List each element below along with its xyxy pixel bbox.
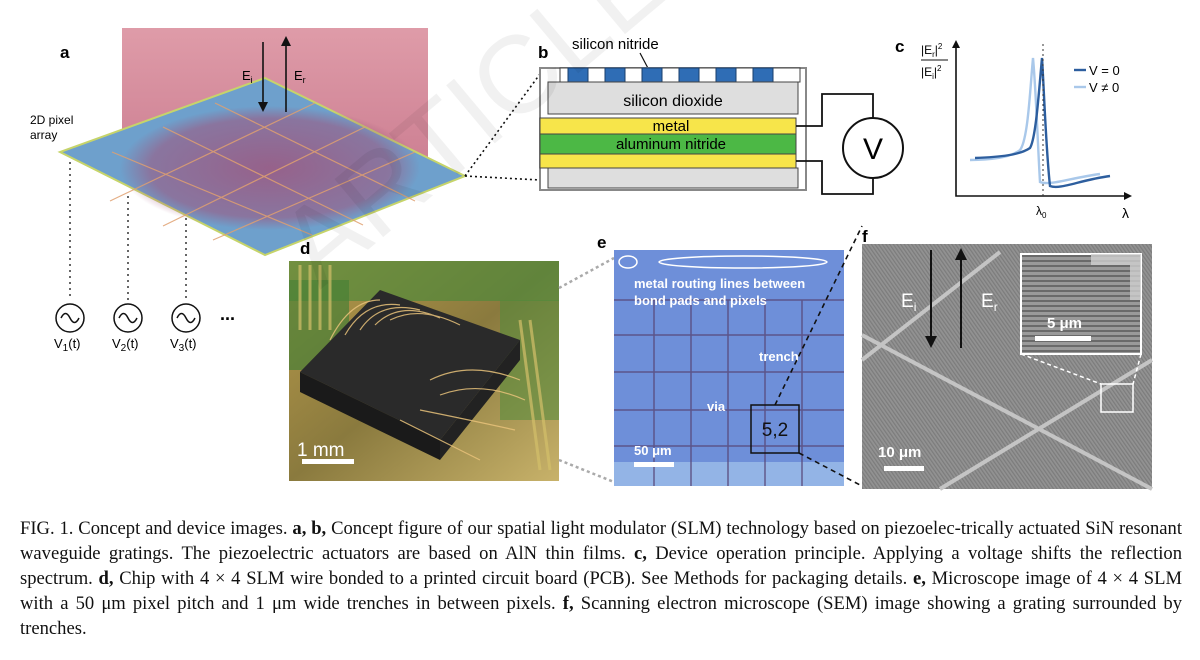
- incident-field-label: Ei: [242, 68, 253, 85]
- panel-b: b silicon nitride silicon dioxide metal …: [538, 36, 904, 195]
- routing-annotation: metal routing lines between: [634, 276, 805, 291]
- svg-text:V2(t): V2(t): [112, 336, 139, 354]
- ylabel-denominator: |Ei|2: [921, 64, 942, 81]
- source-wires: [69, 162, 187, 300]
- silicon-dioxide-layer: [547, 81, 799, 115]
- voltage-source: [842, 117, 904, 179]
- voltage-symbol: V: [863, 133, 883, 166]
- caption-c-text: Device operation principle. Applying a v…: [20, 543, 1182, 589]
- legend-v0: V = 0: [1089, 63, 1120, 78]
- voltage-source-3: V3(t): [170, 303, 201, 354]
- panel-c-letter: c: [895, 37, 904, 56]
- caption-f-text: Scanning electron microscope (SEM) image…: [20, 593, 1183, 639]
- metal-layer-bottom: [539, 153, 797, 169]
- trench-annotation: trench: [759, 349, 799, 364]
- caption-e-text: Microscope image of 4 × 4 SLM with a 50 …: [20, 568, 1183, 614]
- caption-ab-text: Concept figure of our spatial light modu…: [20, 518, 1182, 564]
- via-annotation: via: [707, 399, 726, 414]
- caption-f-label: f,: [562, 593, 574, 614]
- curve-v-zero: [974, 57, 1111, 189]
- legend-v1: V ≠ 0: [1089, 80, 1119, 95]
- caption-c-label: c,: [633, 543, 647, 564]
- chip-body: [300, 290, 520, 440]
- metal-label: metal: [653, 118, 690, 135]
- zoom-line-de-2: [558, 458, 615, 484]
- scalebar-d-label: 1 mm: [297, 440, 345, 461]
- sources-ellipsis: ...: [220, 304, 235, 324]
- reflected-field-label: Er: [294, 68, 306, 85]
- sem-incident-label: Ei: [901, 291, 916, 314]
- silicon-dioxide-label: silicon dioxide: [623, 93, 723, 110]
- sem-reflected-label: Er: [981, 291, 998, 314]
- scalebar-e-label: 50 μm: [634, 443, 672, 458]
- pixel-grid: [109, 102, 416, 241]
- inset-scalebar: [1035, 336, 1091, 341]
- scalebar-d: [302, 459, 354, 464]
- pixel-index-label: 5,2: [762, 420, 788, 441]
- caption-ab-label: a, b,: [292, 518, 327, 539]
- circuit-wire-top: [796, 93, 874, 127]
- pixel-array-label-2: array: [30, 128, 57, 142]
- panel-a: a Ei Er 2D pixel array: [30, 28, 541, 354]
- panel-f-letter: f: [862, 227, 868, 246]
- voltage-source-1: V1(t): [54, 303, 85, 354]
- panel-e-letter: e: [597, 233, 606, 252]
- scalebar-f-label: 10 μm: [878, 444, 921, 461]
- resonance-label: λ0: [1036, 204, 1047, 220]
- aln-label: aluminum nitride: [616, 136, 726, 153]
- panel-a-letter: a: [60, 43, 70, 62]
- panel-b-letter: b: [538, 43, 548, 62]
- routing-highlight: [658, 255, 828, 269]
- panel-f: f Ei Er 5 μm 10 μm: [860, 227, 1154, 491]
- svg-text:V3(t): V3(t): [170, 336, 197, 354]
- panel-c: c |Er|2 |Ei|2 λ0 λ V = 0 V ≠ 0: [895, 37, 1132, 221]
- scalebar-e: [634, 462, 674, 467]
- inset-scalebar-label: 5 μm: [1047, 315, 1082, 332]
- zoom-line-ab-2: [464, 73, 541, 177]
- panel-e: e metal routing lines between bond pads …: [597, 225, 863, 487]
- substrate-layer: [547, 167, 799, 189]
- sin-grating: [559, 67, 801, 83]
- circuit-wire-bottom: [796, 160, 874, 195]
- zoom-line-ef-2: [798, 452, 863, 487]
- bond-wires: [329, 299, 526, 461]
- caption-e-label: e,: [913, 568, 926, 589]
- bondpad-highlight: [618, 255, 638, 269]
- zoom-line-de-1: [558, 256, 615, 290]
- routing-annotation-2: bond pads and pixels: [634, 293, 767, 308]
- inset-region-box: [1100, 383, 1134, 413]
- panel-c-xlabel: λ: [1122, 205, 1129, 221]
- panel-d: d 1 mm: [289, 239, 615, 484]
- panel-d-letter: d: [300, 239, 310, 258]
- voltage-source-2: V2(t): [112, 303, 143, 354]
- panel-c-axes: [955, 44, 1128, 197]
- silicon-nitride-label: silicon nitride: [572, 36, 659, 53]
- figure: a Ei Er 2D pixel array: [30, 0, 1154, 491]
- caption-d-label: d,: [98, 568, 114, 589]
- pixel-array-label: 2D pixel: [30, 113, 73, 127]
- ylabel-numerator: |Er|2: [921, 42, 943, 59]
- figure-caption: FIG. 1. Concept and device images. a, b,…: [20, 516, 1182, 641]
- caption-d-text: Chip with 4 × 4 SLM wire bonded to a pri…: [113, 568, 913, 589]
- svg-text:V1(t): V1(t): [54, 336, 81, 354]
- scalebar-f: [884, 466, 924, 471]
- zoom-line-ef-1: [774, 225, 863, 406]
- caption-lead: FIG. 1. Concept and device images.: [20, 518, 293, 539]
